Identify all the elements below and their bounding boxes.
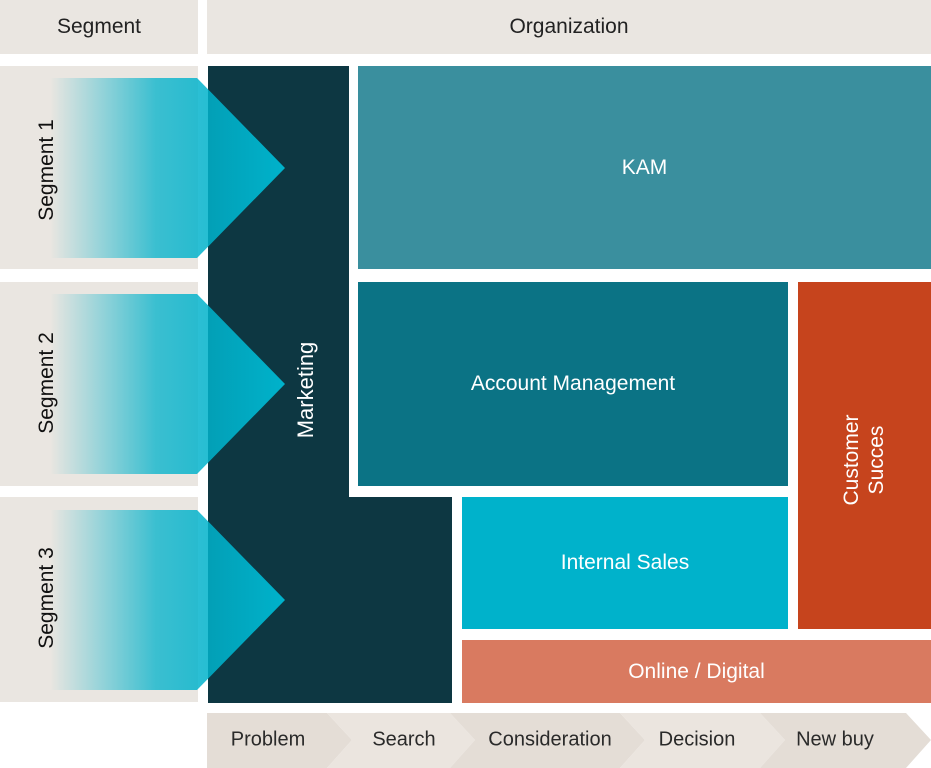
kam-label: KAM <box>621 155 668 179</box>
journey-label-consideration: Consideration <box>488 728 612 751</box>
journey-label-search: Search <box>372 728 436 751</box>
journey-step-search <box>327 713 475 768</box>
segment-header-label: Segment <box>56 15 142 38</box>
customer-success-block: Customer Succes <box>798 282 931 629</box>
kam-block: KAM <box>358 66 931 269</box>
segment-header: Segment <box>0 0 198 54</box>
journey-step-decision <box>620 713 785 768</box>
segment-2-arrow <box>50 294 285 474</box>
journey-label-decision: Decision <box>658 728 736 751</box>
account-management-block: Account Management <box>358 282 788 486</box>
segment-3-arrow <box>50 510 285 690</box>
internal-sales-block: Internal Sales <box>462 497 788 629</box>
account-management-label: Account Management <box>470 372 676 395</box>
online-digital-label: Online / Digital <box>628 659 765 683</box>
journey-label-problem: Problem <box>230 728 306 751</box>
organization-header-label: Organization <box>509 15 629 38</box>
journey-label-new-buy: New buy <box>796 728 874 751</box>
segment-1-arrow <box>50 78 285 258</box>
online-digital-block: Online / Digital <box>462 640 931 703</box>
journey-step-new-buy <box>760 713 931 768</box>
journey-step-problem <box>207 713 352 768</box>
journey-step-consideration <box>450 713 645 768</box>
organization-header: Organization <box>207 0 931 54</box>
internal-sales-label: Internal Sales <box>560 551 690 574</box>
